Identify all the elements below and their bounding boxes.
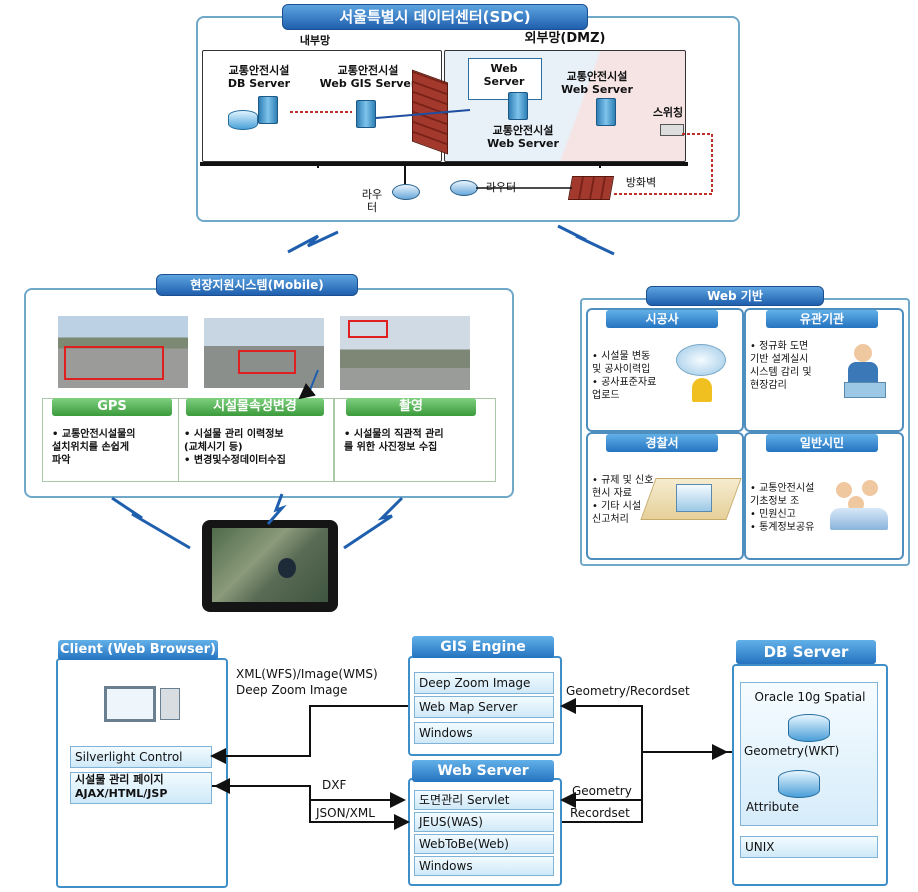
silverlight-control: Silverlight Control <box>70 746 212 768</box>
gis-row-wms: Web Map Server <box>414 696 554 718</box>
lightning-sdc-mobile <box>287 230 339 254</box>
db-server-title: DB Server <box>736 640 876 664</box>
gis-server-icon <box>356 100 376 128</box>
mobile-title: 현장지원시스템(Mobile) <box>156 274 358 296</box>
label-dxf: DXF <box>322 778 347 792</box>
panel-police-head: 경찰서 <box>606 434 718 452</box>
police-icon <box>640 470 742 530</box>
geometry-label: Geometry(WKT) <box>744 744 840 758</box>
panel-contractor-head: 시공사 <box>606 310 718 328</box>
agency-icon <box>840 344 890 400</box>
geometry-db-icon <box>788 714 830 742</box>
client-page: 시설물 관리 페이지 AJAX/HTML/JSP <box>70 772 212 804</box>
panel-agency-head: 유관기관 <box>766 310 878 328</box>
oracle-box <box>740 682 878 826</box>
router-icon-1 <box>392 184 420 200</box>
label-geometry-recordset: Geometry/Recordset <box>566 684 690 698</box>
gis-server-label: 교통안전시설 Web GIS Server <box>319 64 417 90</box>
panel-citizen-text: • 교통안전시설 기초정보 조 • 민원신고 • 통계정보공유 <box>750 483 815 533</box>
sdc-title: 서울특별시 데이터센터(SDC) <box>282 4 588 30</box>
photo-crosswalk <box>58 316 188 388</box>
lightning-center-tablet <box>266 493 287 525</box>
contractor-icon <box>672 344 732 408</box>
tablet-icon <box>202 520 338 612</box>
web-row-webtobe: WebToBe(Web) <box>414 834 554 854</box>
gis-web-link <box>375 109 471 119</box>
switch-icon <box>660 124 684 136</box>
web-row-servlet: 도면관리 Servlet <box>414 790 554 810</box>
arrow-client-web <box>212 785 410 830</box>
firewall-label: 방화벽 <box>625 176 657 189</box>
network-bus <box>200 162 688 166</box>
web-server-box-label: Web Server <box>483 62 525 88</box>
arrow-gis-client <box>210 705 408 764</box>
web-server-icon-right <box>596 98 616 126</box>
gps-card-head: GPS <box>52 398 172 416</box>
attr-card-text: • 시설물 관리 이력정보 (교체시기 등) • 변경및수정데이터수집 <box>184 429 286 466</box>
web-server-title: Web Server <box>412 760 554 782</box>
computer-icon <box>104 686 184 726</box>
arrow-db-gis-up <box>560 698 643 752</box>
web-server-bottom-label: 교통안전시설 Web Server <box>487 124 559 150</box>
panel-citizen <box>744 432 904 560</box>
panel-citizen-head: 일반시민 <box>766 434 878 452</box>
arrow-web-db <box>562 800 643 823</box>
photo-card-text: • 시설물의 직관적 관리 를 위한 사진정보 수집 <box>344 429 444 453</box>
web-row-jeus: JEUS(WAS) <box>414 812 554 832</box>
photo-signal <box>340 316 470 390</box>
oracle-label: Oracle 10g Spatial <box>754 690 866 704</box>
label-geometry: Geometry <box>572 784 632 798</box>
external-network-label: 외부망(DMZ) <box>524 31 606 46</box>
photo-card-head: 촬영 <box>346 398 476 416</box>
label-json-xml: JSON/XML <box>316 806 375 820</box>
lightning-left-tablet <box>111 496 191 550</box>
attribute-db-icon <box>778 770 820 798</box>
db-server-label: 교통안전시설 DB Server <box>227 64 291 90</box>
gis-engine-title: GIS Engine <box>412 636 554 658</box>
web-title: Web 기반 <box>646 286 824 306</box>
attribute-label: Attribute <box>746 800 799 814</box>
switch-firewall-link <box>612 133 713 195</box>
citizen-icon <box>826 478 896 534</box>
panel-contractor-text: • 시설물 변동 및 공사이력입 • 공사표준자료 업로드 <box>592 351 657 401</box>
client-title: Client (Web Browser) <box>58 640 218 660</box>
web-row-windows: Windows <box>414 856 554 876</box>
web-server-icon-left <box>508 92 528 120</box>
web-server-box <box>468 58 542 100</box>
label-xml-wms: XML(WFS)/Image(WMS) Deep Zoom Image <box>236 667 378 697</box>
web-server-right-label: 교통안전시설 Web Server <box>561 70 633 96</box>
photo-road <box>204 318 324 388</box>
panel-police-text: • 규제 및 신호 현시 자료 • 기타 시설 신고처리 <box>592 475 654 525</box>
arrow-db-web <box>560 752 643 808</box>
arrow-mobile-tablet <box>298 369 319 400</box>
lightning-right-tablet <box>343 496 404 550</box>
gis-row-deepzoom: Deep Zoom Image <box>414 672 554 694</box>
router-label-1: 라우 터 <box>361 188 383 214</box>
attr-card-head: 시설물속성변경 <box>186 398 324 416</box>
panel-agency-text: • 정규화 도면 기반 설계실시 시스템 감리 및 현장감리 <box>750 341 812 391</box>
switch-label: 스위칭 <box>652 106 684 119</box>
internal-network-label: 내부망 <box>299 34 331 47</box>
gps-card-text: • 교통안전시설물의 설치위치를 손쉽게 파악 <box>52 429 136 466</box>
lightning-sdc-web <box>557 224 615 256</box>
gis-row-windows: Windows <box>414 722 554 744</box>
db-server-icon <box>228 96 288 132</box>
unix-row: UNIX <box>740 836 878 858</box>
label-recordset: Recordset <box>570 806 630 820</box>
